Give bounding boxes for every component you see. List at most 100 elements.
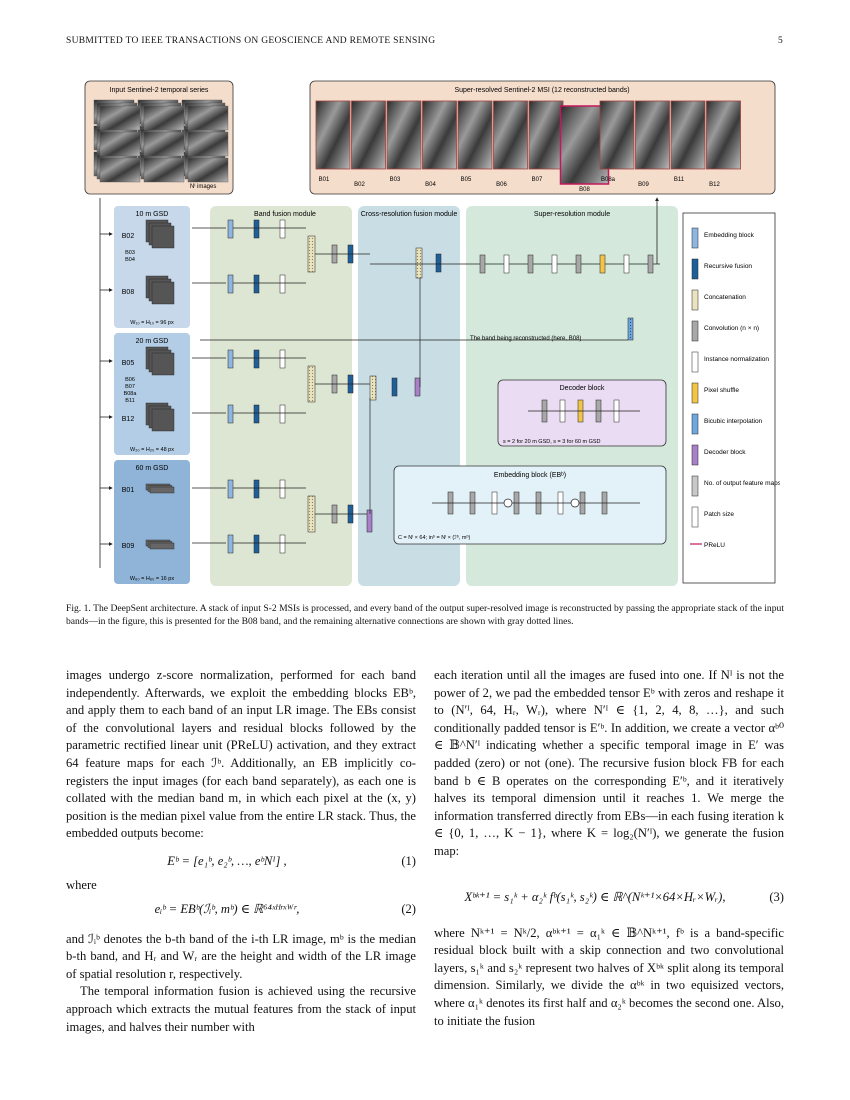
concatenation-layer — [369, 375, 377, 401]
instance-norm-layer — [279, 349, 286, 369]
gsd-group-size: W₂₀ = H₂₀ = 48 px — [130, 447, 174, 453]
output-band-image — [599, 100, 635, 170]
band-cube — [151, 352, 175, 376]
input-thumbnail — [187, 105, 229, 131]
right-paragraph-2: where Nᵏ⁺¹ = Nᵏ/2, αᵇᵏ⁺¹ = α₁ᵏ ∈ 𝔹^Nᵏ⁺¹,… — [434, 925, 784, 1028]
legend-swatch — [691, 320, 699, 342]
legend-label: No. of output feature maps — [704, 480, 780, 487]
super-resolution-layer — [575, 254, 582, 274]
legend-label: Patch size — [704, 511, 734, 518]
output-band-label: B08a — [601, 177, 616, 183]
decoder-block-title: Decoder block — [560, 385, 605, 392]
legend-swatch — [691, 258, 699, 280]
gsd-group-title: 20 m GSD — [136, 338, 169, 345]
equation-2-number: (2) — [401, 901, 416, 916]
band-cube — [151, 408, 175, 432]
gsd-mid-bands: B04 — [125, 257, 135, 263]
output-band-image — [706, 100, 741, 170]
input-thumbnail — [187, 131, 229, 157]
output-band-image — [386, 100, 422, 170]
recursive-fusion-layer — [253, 404, 260, 424]
equation-2: eᵢᵇ = EBᵇ(ℐᵢᵇ, mᵇ) ∈ ℝ⁶⁴ˣᴴʳˣᵂʳ, (2) — [66, 895, 416, 925]
where-label: where — [66, 877, 97, 892]
input-thumbnail — [143, 157, 185, 183]
band-cube — [149, 542, 175, 550]
super-resolution-layer — [503, 254, 510, 274]
legend-label: Concatenation — [704, 294, 746, 301]
recursive-fusion-layer — [253, 219, 260, 239]
embedding-block-panel — [393, 465, 667, 545]
output-band-label: B03 — [390, 177, 401, 183]
equation-1-body: Eᵇ = [e₁ᵇ, e₂ᵇ, …, eᵇNᴵ] , — [167, 854, 287, 869]
legend-label: Recursive fusion — [704, 263, 752, 270]
input-count-label: Nᴵ images — [190, 183, 216, 190]
embedding-block-title: Embedding block (EBᵇ) — [494, 472, 566, 479]
legend-swatch — [691, 506, 699, 528]
super-resolution-title: Super-resolution module — [534, 211, 610, 218]
embedding-note: C = Nᴵ × 64; inᵇ = Nᴵ × (ℐᵇ, mᵇ) — [398, 534, 471, 541]
super-resolution-layer — [551, 254, 558, 274]
band-cube — [151, 225, 175, 249]
output-band-label: B11 — [674, 177, 685, 183]
input-thumbnail — [143, 105, 185, 131]
input-thumbnail — [99, 157, 141, 183]
network-blocks — [192, 197, 660, 554]
equation-3: Xᵇᵏ⁺¹ = s₁ᵏ + α₂ᵏ fᵇ(s₁ᵏ, s₂ᵏ) ∈ ℝ^(Nᵏ⁺¹… — [434, 883, 784, 913]
legend-label: Pixel shuffle — [704, 387, 739, 394]
residual-sum — [503, 498, 513, 508]
equation-3-number: (3) — [769, 889, 784, 904]
instance-norm-layer — [279, 534, 286, 554]
input-thumbnail — [99, 131, 141, 157]
decoder-note: s = 2 for 20 m GSD, s = 3 for 60 m GSD — [503, 439, 601, 445]
embedding-layer — [227, 349, 234, 369]
concatenation-layer — [415, 247, 423, 279]
gsd-mid-bands: B08a — [124, 391, 138, 397]
legend-swatch — [691, 413, 699, 435]
recursive-fusion-layer — [253, 274, 260, 294]
input-image-stack — [93, 99, 229, 183]
concatenation-layer — [307, 495, 316, 533]
page-number: 5 — [777, 36, 783, 46]
recursive-fusion-layer — [391, 377, 398, 397]
band-fusion-module-bg — [210, 206, 352, 586]
gsd-group-title: 60 m GSD — [136, 465, 169, 472]
gsd-band-label: B01 — [122, 487, 135, 494]
left-paragraph-1: images undergo z-score normalization, pe… — [66, 668, 416, 841]
legend-swatch — [691, 227, 699, 249]
output-band-image — [528, 100, 564, 170]
legend-label: Instance normalization — [704, 356, 769, 363]
output-band-label: B02 — [354, 182, 365, 188]
instance-norm-layer — [279, 219, 286, 239]
legend-swatch — [691, 351, 699, 373]
left-paragraph-3: The temporal information fusion is achie… — [66, 984, 416, 1034]
super-resolution-layer — [479, 254, 486, 274]
bicubic-layer — [627, 317, 634, 341]
legend-swatch — [691, 475, 699, 497]
output-band-image — [315, 100, 351, 170]
gsd-mid-bands: B11 — [125, 398, 134, 404]
left-column: images undergo z-score normalization, pe… — [66, 667, 416, 1036]
concatenation-layer — [307, 365, 316, 403]
recursive-fusion-layer — [253, 349, 260, 369]
legend-label: Bicubic interpolation — [704, 418, 763, 425]
output-band-label: B06 — [496, 182, 507, 188]
output-band-image — [635, 100, 670, 170]
gsd-band-label: B12 — [122, 416, 135, 423]
recursive-fusion-layer — [253, 534, 260, 554]
output-band-image — [670, 100, 706, 170]
embedding-layer — [227, 274, 234, 294]
gsd-band-label: B02 — [122, 233, 135, 240]
equation-2-body: eᵢᵇ = EBᵇ(ℐᵢᵇ, mᵇ) ∈ ℝ⁶⁴ˣᴴʳˣᵂʳ, — [154, 901, 300, 916]
reconstruct-note: The band being reconstructed (here, B08) — [470, 336, 581, 342]
gsd-group-bg — [114, 460, 190, 584]
architecture-figure: Band fusion module Cross-resolution fusi… — [84, 80, 780, 586]
gsd-mid-bands: B07 — [125, 384, 135, 390]
equation-1: Eᵇ = [e₁ᵇ, e₂ᵇ, …, eᵇNᴵ] , (1) — [66, 847, 416, 877]
gsd-band-label: B05 — [122, 360, 135, 367]
input-series-title: Input Sentinel-2 temporal series — [110, 87, 209, 94]
output-band-label: B05 — [461, 177, 472, 183]
gsd-mid-bands: B06 — [125, 377, 135, 383]
